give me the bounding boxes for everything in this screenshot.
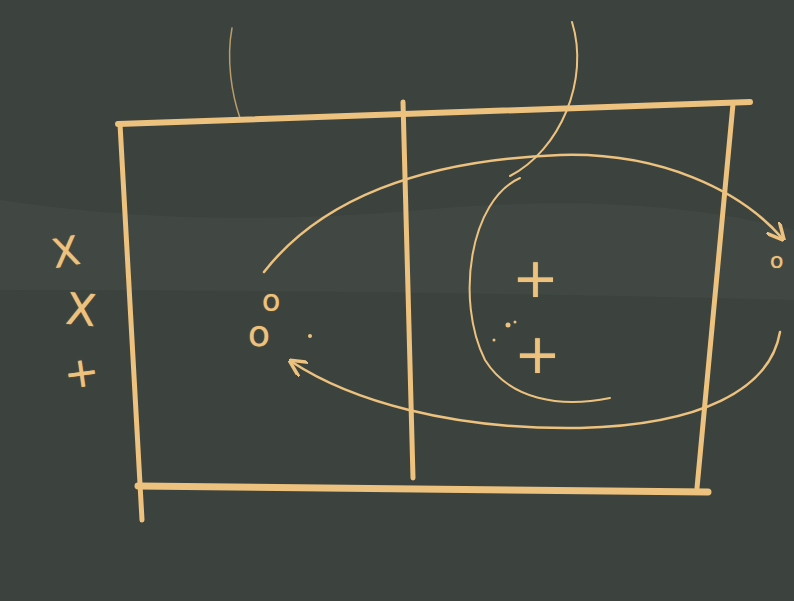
top-curve-left [230, 28, 240, 118]
divider [403, 102, 413, 478]
chalk-dot [308, 334, 312, 338]
box-top [118, 102, 750, 124]
charge-mark: + [512, 250, 559, 306]
charge-mark: + [514, 326, 561, 382]
hole-mark: o [248, 316, 270, 352]
box-bottom [138, 486, 708, 492]
chalk-dot [506, 323, 511, 328]
top-curve-right [510, 22, 577, 176]
hole-mark: o [262, 286, 280, 316]
side-mark: X [64, 287, 98, 333]
side-mark: X [49, 230, 83, 274]
hole-mark: o [770, 250, 783, 272]
side-mark: + [61, 350, 102, 396]
enclosing-curve [470, 178, 610, 402]
box-right [697, 104, 733, 488]
chalk-dot [514, 321, 517, 324]
box-left [120, 124, 142, 520]
eraser-smudge [0, 200, 794, 300]
chalk-dot [493, 339, 496, 342]
